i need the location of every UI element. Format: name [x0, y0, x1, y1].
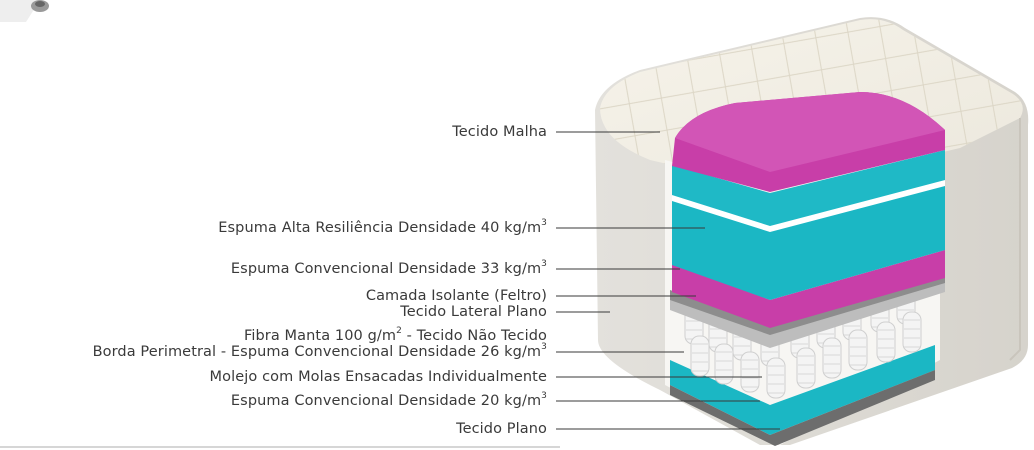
spring-coil: [766, 357, 786, 399]
label-molejo: Molejo com Molas Ensacadas Individualmen…: [210, 369, 547, 385]
spring-coil: [822, 337, 842, 379]
label-fibra-manta: Fibra Manta 100 g/m2 - Tecido Não Tecido: [243, 326, 547, 344]
label-borda-perimetral: Borda Perimetral - Espuma Convencional D…: [92, 342, 547, 360]
label-espuma-convencional-20: Espuma Convencional Densidade 20 kg/m3: [230, 391, 547, 409]
label-text: Tecido Malha: [452, 124, 547, 140]
label-text: Tecido Lateral Plano: [400, 304, 547, 320]
label-text: Espuma Alta Resiliência Densidade 40 kg/…: [218, 220, 542, 236]
label-text: Espuma Convencional Densidade 20 kg/m: [230, 393, 542, 409]
label-text: Espuma Convencional Densidade 33 kg/m: [230, 261, 542, 277]
spring-coil: [714, 343, 734, 385]
label-text: Molejo com Molas Ensacadas Individualmen…: [209, 369, 547, 385]
label-superscript: 3: [541, 259, 547, 270]
bottom-divider: [0, 446, 560, 448]
spring-coil: [796, 347, 816, 389]
bottom-foam-stack: [670, 345, 935, 446]
label-camada-isolante: Camada Isolante (Feltro): [366, 288, 547, 304]
label-text: Tecido Plano: [456, 421, 547, 437]
spring-coil: [876, 321, 896, 363]
label-tecido-plano: Tecido Plano: [456, 421, 547, 437]
label-text: Camada Isolante (Feltro): [365, 288, 547, 304]
label-superscript: 2: [396, 326, 402, 337]
label-superscript: 3: [541, 218, 547, 229]
label-tecido-malha: Tecido Malha: [452, 124, 547, 140]
upper-foam-stack: [670, 92, 945, 348]
label-tecido-lateral-plano: Tecido Lateral Plano: [400, 304, 547, 320]
spring-coil: [740, 351, 760, 393]
label-espuma-convencional-33: Espuma Convencional Densidade 33 kg/m3: [230, 259, 547, 277]
label-text: Fibra Manta 100 g/m: [243, 328, 397, 344]
spring-coil: [690, 335, 710, 377]
corner-logo-fragment: [0, 0, 60, 22]
spring-coil: [848, 329, 868, 371]
label-superscript: 3: [541, 391, 547, 402]
leader-lines: [556, 131, 780, 430]
label-espuma-alta-resiliencia: Espuma Alta Resiliência Densidade 40 kg/…: [218, 218, 547, 236]
spring-coil: [902, 311, 922, 353]
label-superscript: 3: [541, 342, 547, 353]
label-text: Borda Perimetral - Espuma Convencional D…: [92, 344, 542, 360]
label-tail: - Tecido Não Tecido: [401, 328, 547, 344]
